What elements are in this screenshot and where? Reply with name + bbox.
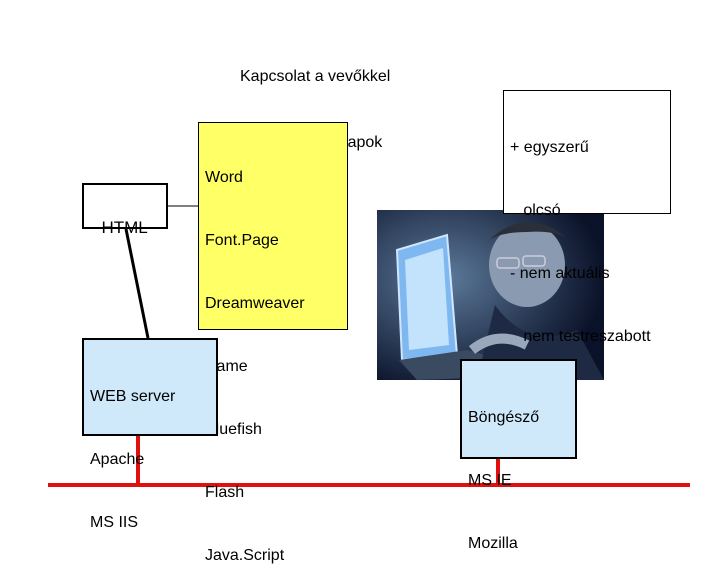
browser-box: Böngésző MS IE Mozilla bbox=[460, 359, 577, 459]
pros-cons-box: + egyszerű olcsó - nem aktuális nem test… bbox=[503, 90, 671, 214]
title-line-1: Kapcsolat a vevőkkel bbox=[240, 66, 440, 88]
web-server-box: WEB server Apache MS IIS bbox=[82, 338, 218, 436]
server-line: Apache bbox=[90, 449, 210, 470]
html-label: HTML bbox=[101, 218, 147, 237]
tool-item: Bluefish bbox=[205, 419, 341, 440]
browser-line: Mozilla bbox=[468, 533, 569, 554]
browser-line: Böngésző bbox=[468, 407, 569, 428]
authoring-tools-box: Word Font.Page Dreamweaver Name Bluefish… bbox=[198, 122, 348, 330]
html-to-server-connector bbox=[126, 229, 148, 338]
tool-item: Name bbox=[205, 356, 341, 377]
tool-item: Flash bbox=[205, 482, 341, 503]
tool-item: Java.Script bbox=[205, 545, 341, 566]
browser-line: MS IE bbox=[468, 470, 569, 491]
pros-cons-line: - nem aktuális bbox=[510, 263, 664, 284]
tool-item: Dreamweaver bbox=[205, 293, 341, 314]
pros-cons-line: nem testreszabott bbox=[510, 326, 664, 347]
tool-item: Word bbox=[205, 167, 341, 188]
pros-cons-line: + egyszerű bbox=[510, 137, 664, 158]
html-box: HTML bbox=[82, 183, 168, 229]
tool-item: Font.Page bbox=[205, 230, 341, 251]
server-line: MS IIS bbox=[90, 512, 210, 533]
pros-cons-line: olcsó bbox=[510, 200, 664, 221]
server-line: WEB server bbox=[90, 386, 210, 407]
